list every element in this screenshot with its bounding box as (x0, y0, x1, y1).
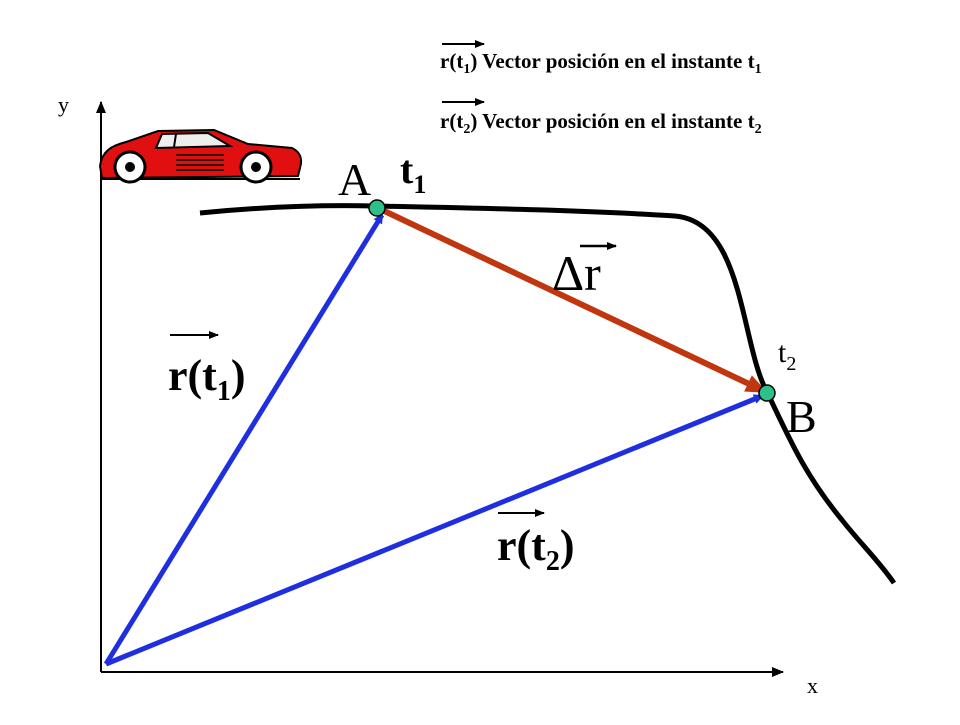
sports-car-icon (98, 128, 303, 184)
time-t2-label: t2 (778, 336, 796, 375)
axes: y x (58, 92, 818, 698)
y-axis-label: y (58, 92, 69, 117)
svg-text:r(t2) Vector posición en el in: r(t2) Vector posición en el instante t2 (440, 109, 762, 137)
legend-line-2: r(t2) Vector posición en el instante t2 (440, 98, 762, 137)
x-axis-label: x (807, 673, 818, 698)
point-A-marker (368, 199, 386, 217)
legend-line-1: r(t1) Vector posición en el instante t1 (440, 40, 762, 77)
point-A-label: A (338, 154, 371, 205)
svg-text:r(t2): r(t2) (497, 521, 575, 577)
point-B-label: B (786, 391, 817, 442)
vector-r1-label: r(t1) (168, 331, 246, 407)
point-B-marker (758, 384, 776, 402)
svg-text:r(t1) Vector posición en el in: r(t1) Vector posición en el instante t1 (440, 49, 762, 77)
position-vector-r2 (105, 393, 764, 667)
svg-text:r(t1): r(t1) (168, 351, 246, 407)
legend: r(t1) Vector posición en el instante t1 … (440, 40, 762, 137)
vector-r2-label: r(t2) (497, 509, 575, 577)
svg-text:Δr: Δr (552, 245, 601, 301)
position-vector-r1 (103, 213, 385, 666)
displacement-vector (376, 205, 768, 395)
trajectory-curve (199, 203, 897, 585)
delta-r-label: Δr (552, 242, 617, 301)
time-t1-label: t1 (400, 147, 426, 199)
